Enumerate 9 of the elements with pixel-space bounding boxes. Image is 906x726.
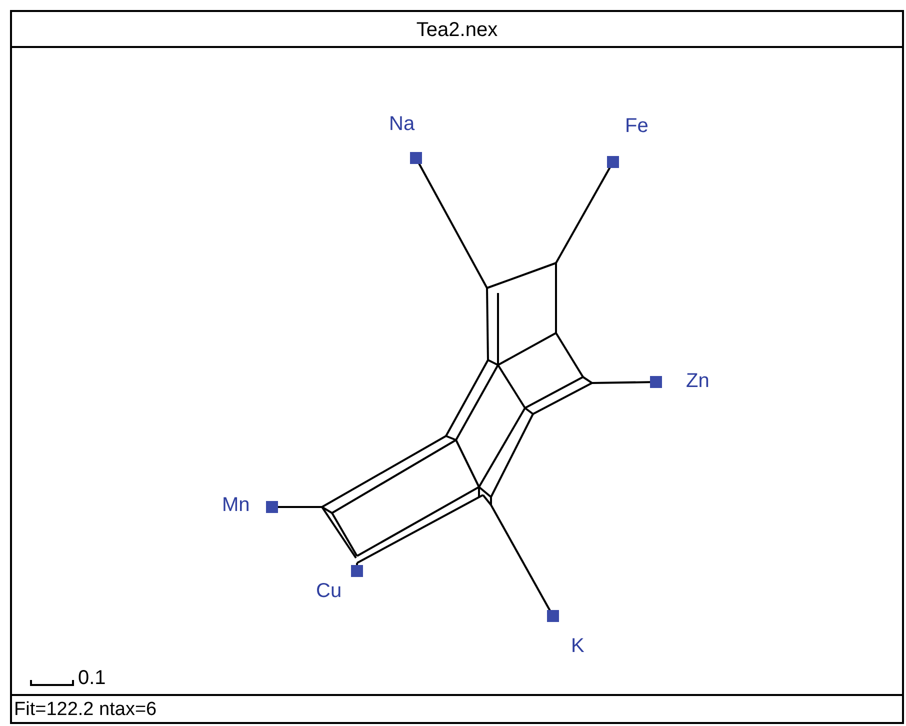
taxon-label: Zn [686, 370, 710, 393]
taxon-label: Mn [222, 494, 250, 517]
taxon-label: K [571, 635, 584, 658]
window-title: Tea2.nex [415, 19, 499, 42]
scale-value: 0.1 [78, 667, 106, 690]
taxon-label: Fe [625, 115, 648, 138]
taxon-label: Cu [316, 580, 342, 603]
taxon-label: Na [389, 113, 415, 136]
status-text: Fit=122.2 ntax=6 [14, 699, 157, 721]
